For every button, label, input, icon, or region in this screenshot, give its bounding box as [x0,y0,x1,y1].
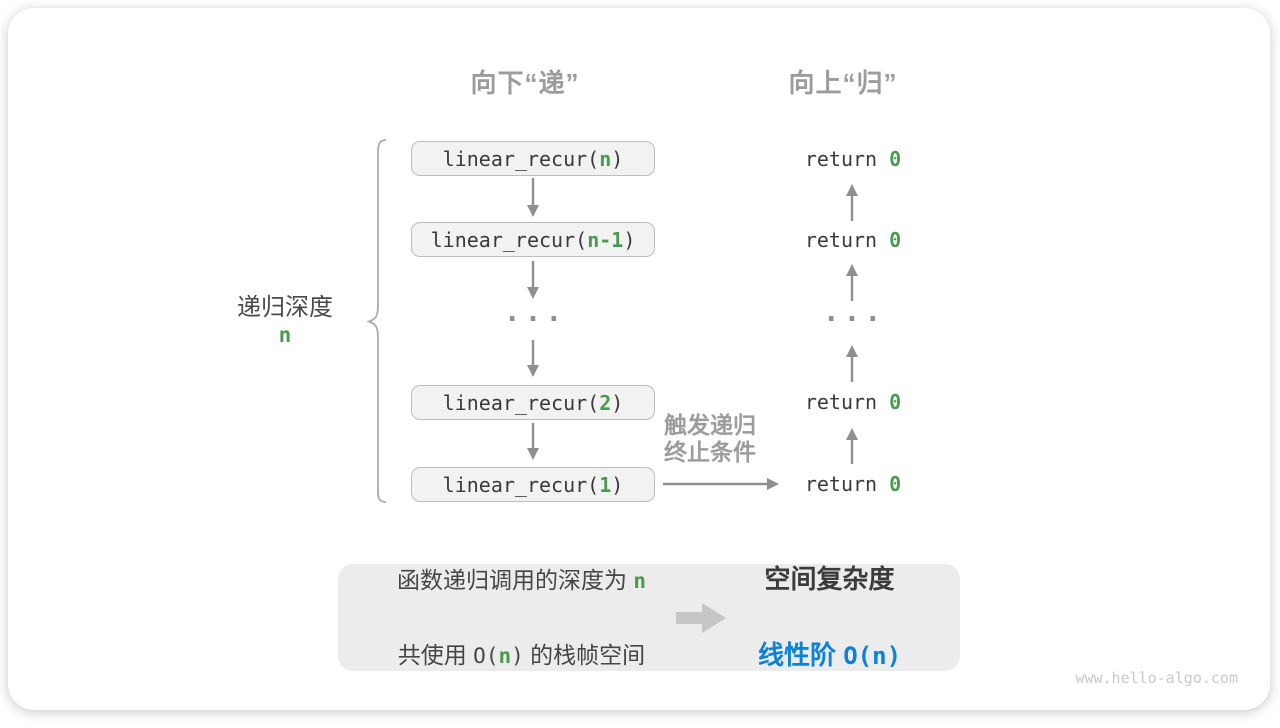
call-post: ) [623,227,636,252]
call-arg: n [599,146,612,171]
depth-n-text: n [278,323,292,347]
return-keyword: return [804,390,890,414]
implies-arrow-icon [676,602,726,633]
linear-order-text: 线性阶 [758,640,844,670]
column-header-ascend: 向上“归” [788,68,898,98]
summary-left-line2: 共使用 O(n) 的栈帧空间 [397,636,646,675]
call-pre: linear_recur( [442,146,600,171]
depth-brace [366,139,387,503]
return-value: 0 [889,472,902,496]
call-arg: 1 [599,472,612,497]
call-box-n-1: linear_recur(n-1) [411,222,655,257]
call-pre: linear_recur( [430,227,588,252]
big-o-n: O(n) [843,642,902,670]
return-row-4: return 0 [753,471,953,497]
space-complexity-title: 空间复杂度 [764,564,895,594]
return-value: 0 [889,390,902,414]
summary-text: 函数递归调用的深度为 [396,566,634,593]
call-arg: 2 [599,390,612,415]
summary-o-paren: O( [473,643,499,668]
call-post: ) [611,472,624,497]
return-keyword: return [804,472,890,496]
linear-order-result: 线性阶 O(n) [758,635,901,676]
call-pre: linear_recur( [442,472,600,497]
summary-left-line1: 函数递归调用的深度为 n [397,561,646,600]
call-post: ) [611,390,624,415]
return-value: 0 [889,228,902,252]
summary-n: n [633,568,646,593]
call-box-1: linear_recur(1) [411,467,655,502]
summary-text: 的栈帧空间 [523,641,646,668]
ellipsis-left: ··· [503,302,567,335]
recursion-depth-label: 递归深度 [237,294,333,321]
return-value: 0 [889,147,902,171]
watermark: www.hello-algo.com [1075,669,1238,687]
return-row-3: return 0 [753,389,953,415]
call-pre: linear_recur( [442,390,600,415]
ellipsis-right: ··· [822,302,886,335]
column-header-descend: 向下“递” [470,68,580,98]
base-case-label: 触发递归 终止条件 [636,412,784,466]
summary-n: n [498,643,512,668]
return-row-2: return 0 [753,227,953,253]
call-post: ) [611,146,624,171]
summary-left-block: 函数递归调用的深度为 n 共使用 O(n) 的栈帧空间 [397,525,646,711]
summary-box: 函数递归调用的深度为 n 共使用 O(n) 的栈帧空间 空间复杂度 线性阶 O(… [338,564,960,671]
call-arg: n-1 [587,227,624,252]
return-row-1: return 0 [753,146,953,172]
call-box-2: linear_recur(2) [411,385,655,420]
summary-right-block: 空间复杂度 线性阶 O(n) [758,523,901,712]
summary-close-paren: ) [511,643,524,668]
return-keyword: return [804,228,890,252]
base-case-line2: 终止条件 [664,439,756,465]
return-keyword: return [804,147,890,171]
diagram-card: 向下“递” 向上“归” 递归深度 n linear_recur(n) linea… [8,8,1270,710]
summary-text: 共使用 [397,641,474,668]
recursion-depth-value: n [205,323,365,347]
call-box-n: linear_recur(n) [411,141,655,176]
base-case-line1: 触发递归 [664,412,756,438]
